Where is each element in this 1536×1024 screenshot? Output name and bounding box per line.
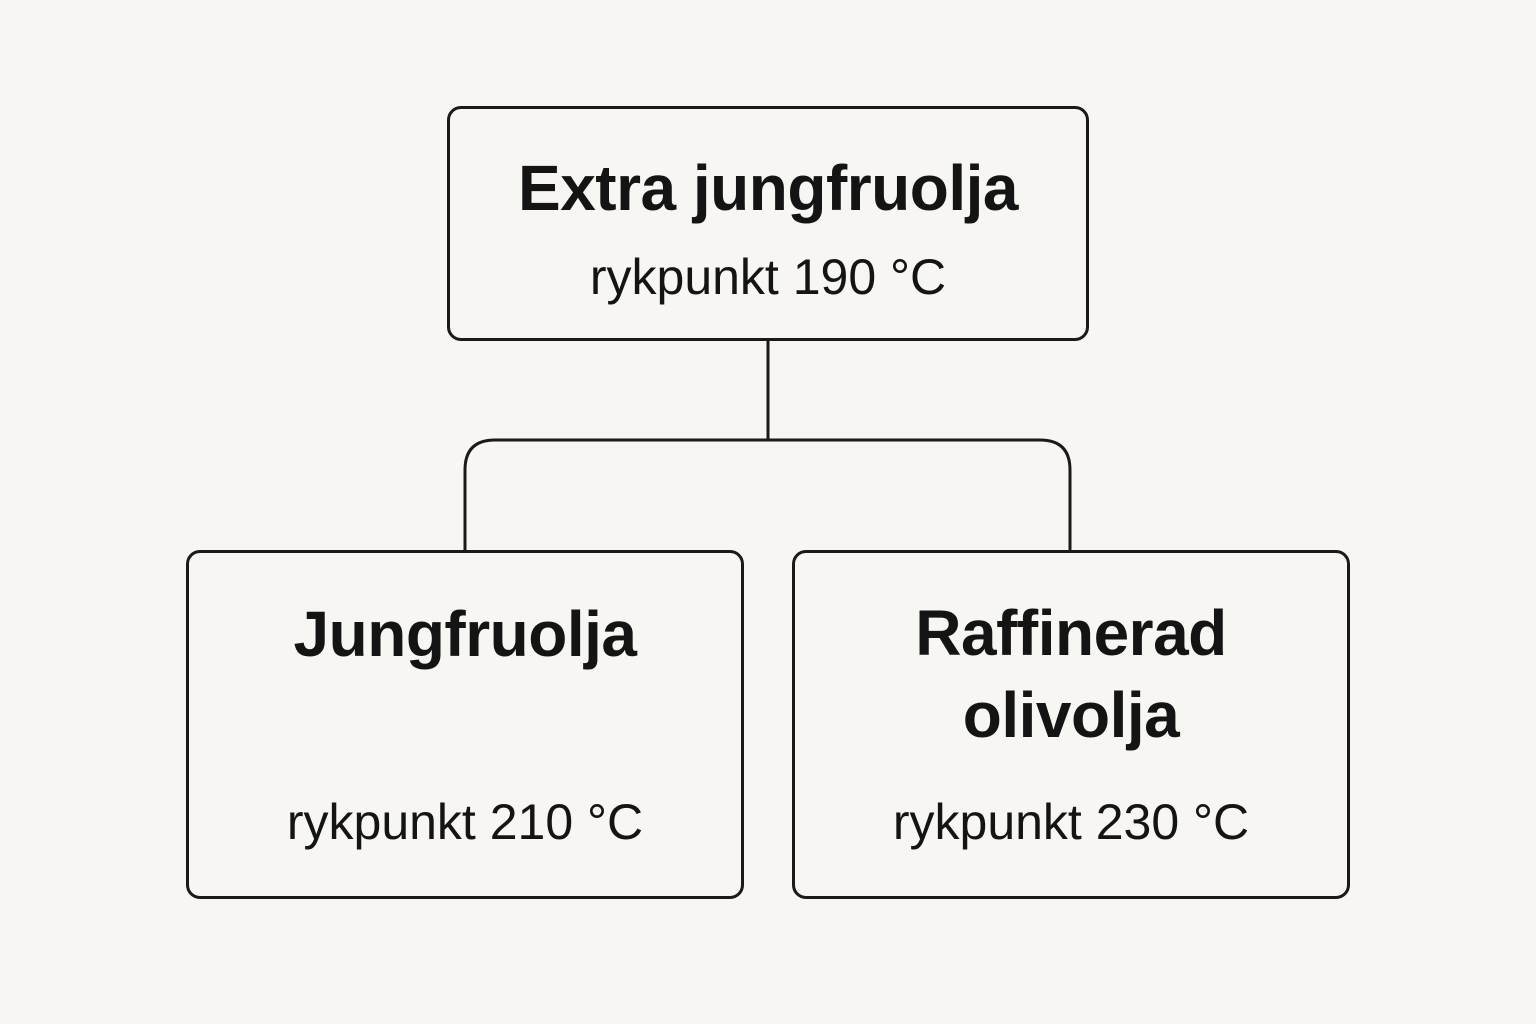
node-title: Jungfruolja bbox=[293, 598, 637, 670]
node-title: Raffinerad olivolja bbox=[915, 597, 1227, 751]
node-refined: Raffinerad olivolja rykpunkt 230 °C bbox=[792, 550, 1350, 899]
node-smoke-point: rykpunkt 210 °C bbox=[286, 794, 644, 850]
connector-branch-bar bbox=[463, 438, 1072, 550]
node-virgin: Jungfruolja rykpunkt 210 °C bbox=[186, 550, 744, 899]
node-extra-virgin: Extra jungfruolja rykpunkt 190 °C bbox=[447, 106, 1089, 341]
node-smoke-point: rykpunkt 190 °C bbox=[589, 249, 947, 305]
node-smoke-point: rykpunkt 230 °C bbox=[892, 794, 1250, 850]
node-title: Extra jungfruolja bbox=[518, 152, 1019, 224]
